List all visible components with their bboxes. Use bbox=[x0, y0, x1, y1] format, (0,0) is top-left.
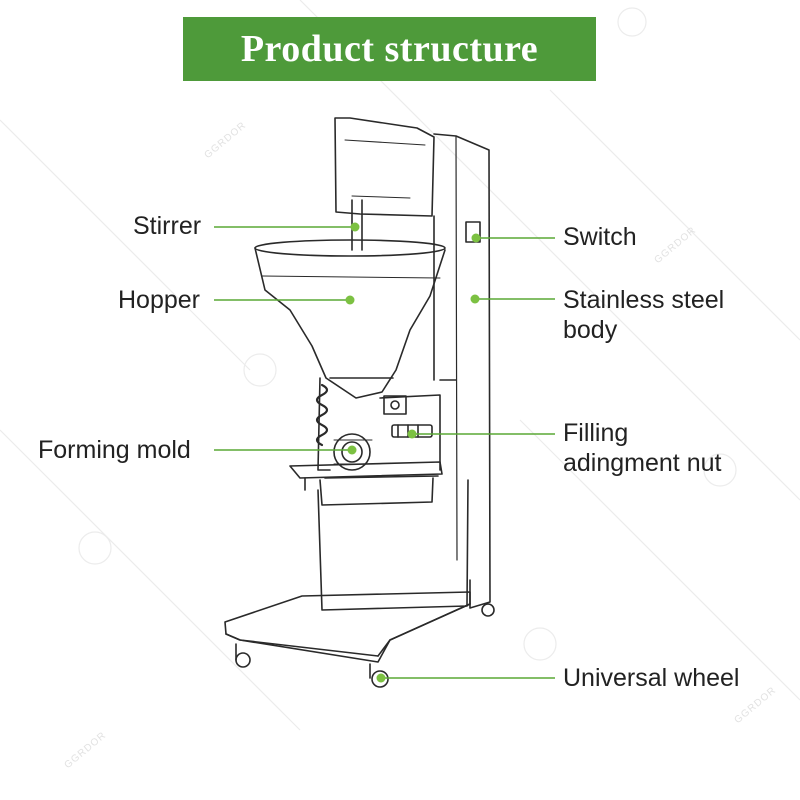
hopper-cone bbox=[254, 247, 446, 399]
motor-housing bbox=[334, 117, 435, 217]
forming-tray bbox=[289, 461, 443, 479]
label-forming-mold: Forming mold bbox=[38, 436, 191, 464]
dot-stainless-body bbox=[470, 294, 480, 304]
wheel-front-left bbox=[235, 643, 251, 668]
wheel-front-right bbox=[369, 663, 389, 688]
label-filling-adjustment-nut: Filling adingment nut bbox=[563, 419, 722, 477]
title-banner: Product structure bbox=[183, 17, 596, 81]
switch-box bbox=[465, 221, 481, 243]
dot-switch bbox=[471, 233, 481, 243]
label-universal-wheel: Universal wheel bbox=[563, 664, 740, 692]
wheel-back-right bbox=[481, 603, 495, 617]
dot-universal-wheel bbox=[376, 673, 386, 683]
label-stirrer: Stirrer bbox=[133, 212, 202, 240]
lower-body bbox=[317, 479, 469, 611]
dot-forming-mold bbox=[347, 445, 357, 455]
dot-filling-nut bbox=[407, 429, 417, 439]
label-stainless-steel-body: Stainless steel body bbox=[563, 286, 725, 344]
label-switch: Switch bbox=[563, 223, 637, 251]
diagram-title: Product structure bbox=[240, 28, 539, 70]
label-hopper: Hopper bbox=[118, 286, 200, 314]
dot-stirrer bbox=[350, 222, 360, 232]
dot-hopper bbox=[345, 295, 355, 305]
